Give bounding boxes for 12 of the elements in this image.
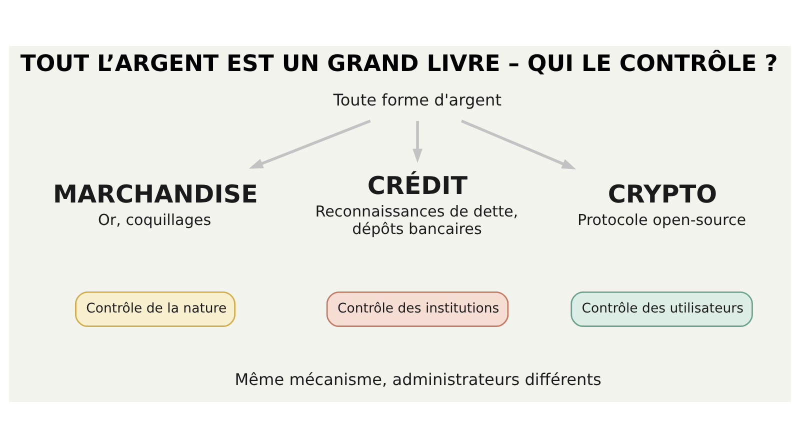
- node-text: MARCHANDISE Or, coquillages: [52, 179, 258, 229]
- node-box: Contrôle des utilisateurs: [570, 290, 753, 326]
- diagram-title: TOUT L’ARGENT EST UN GRAND LIVRE – QUI LE CONTRÔLE ?: [20, 50, 778, 76]
- node-box: Contrôle de la nature: [75, 290, 236, 326]
- node-text: Toute forme d'argent: [333, 90, 502, 110]
- arrow: [248, 119, 371, 168]
- node-box: Contrôle des institutions: [326, 290, 509, 326]
- node-text: CRÉDIT Reconnaissances de dette, dépôts bancaires: [315, 170, 518, 238]
- node-text: CRYPTO Protocole open-source: [578, 179, 746, 229]
- caption: Même mécanisme, administrateurs différents: [234, 370, 602, 389]
- arrow: [460, 119, 576, 169]
- arrow: [412, 120, 422, 162]
